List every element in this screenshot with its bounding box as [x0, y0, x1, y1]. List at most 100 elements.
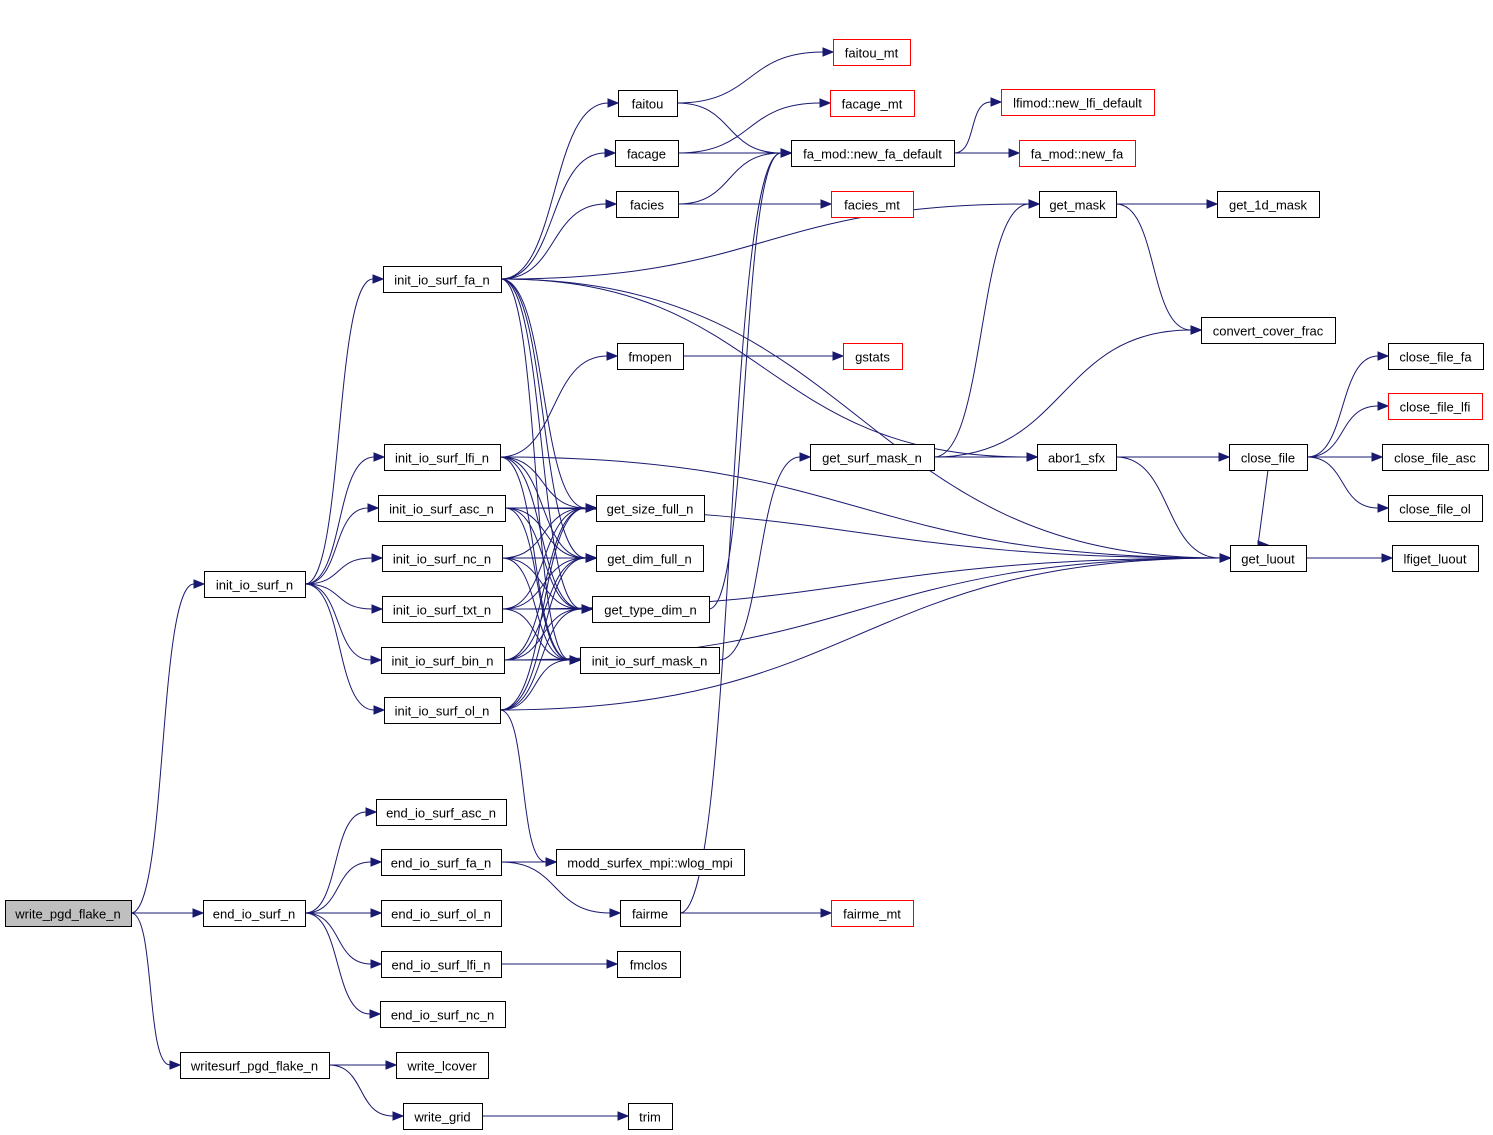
- node-box: [843, 343, 903, 370]
- node-end-io-surf-ol-n[interactable]: end_io_surf_ol_n: [381, 900, 502, 927]
- node-get-1d-mask[interactable]: get_1d_mask: [1217, 191, 1320, 218]
- call-edge-init_io_surf_fa_n-to-get_size_full_n: [500, 278, 598, 513]
- node-end-io-surf-asc-n[interactable]: end_io_surf_asc_n: [376, 799, 507, 826]
- node-label: trim: [639, 1110, 661, 1125]
- node-faitou[interactable]: faitou: [618, 90, 678, 117]
- node-close-file-fa[interactable]: close_file_fa: [1388, 343, 1484, 370]
- node-box: [580, 647, 720, 674]
- call-edge-init_io_surf_lfi_n-to-fmopen: [499, 351, 619, 458]
- node-init-io-surf-txt-n[interactable]: init_io_surf_txt_n: [382, 596, 503, 623]
- node-box: [381, 647, 505, 674]
- node-get-surf-mask-n[interactable]: get_surf_mask_n: [810, 444, 935, 471]
- node-end-io-surf-n[interactable]: end_io_surf_n: [203, 900, 306, 927]
- node-box: [1388, 393, 1483, 420]
- call-edge-writesurf_pgd_flake_n-to-write_grid: [328, 1064, 405, 1121]
- node-trim[interactable]: trim: [628, 1103, 673, 1130]
- node-init-io-surf-mask-n[interactable]: init_io_surf_mask_n: [580, 647, 720, 674]
- node-facies[interactable]: facies: [616, 191, 679, 218]
- node-close-file-ol[interactable]: close_file_ol: [1388, 495, 1483, 522]
- node-box: [382, 545, 503, 572]
- node-box: [620, 900, 681, 927]
- node-end-io-surf-nc-n[interactable]: end_io_surf_nc_n: [380, 1001, 506, 1028]
- nodes-layer: write_pgd_flake_n init_io_surf_n end_io_su…: [5, 39, 1489, 1130]
- node-label: end_io_surf_nc_n: [391, 1008, 494, 1023]
- node-label: facies: [630, 198, 664, 213]
- node-init-io-surf-asc-n[interactable]: init_io_surf_asc_n: [378, 495, 506, 522]
- node-label: get_type_dim_n: [604, 603, 697, 618]
- node-fairme-mt[interactable]: fairme_mt: [831, 900, 914, 927]
- node-box: [615, 140, 679, 167]
- node-new-lfi-default[interactable]: lfimod::new_lfi_default: [1001, 89, 1155, 116]
- node-close-file[interactable]: close_file: [1229, 444, 1308, 471]
- node-init-io-surf-fa-n[interactable]: init_io_surf_fa_n: [383, 266, 502, 293]
- call-edge-init_io_surf_ol_n-to-get_type_dim_n: [499, 604, 594, 711]
- node-box: [556, 849, 745, 876]
- node-label: close_file_lfi: [1400, 400, 1471, 415]
- node-init-io-surf-nc-n[interactable]: init_io_surf_nc_n: [382, 545, 503, 572]
- node-new-fa[interactable]: fa_mod::new_fa: [1019, 140, 1136, 167]
- node-label: init_io_surf_bin_n: [392, 654, 494, 669]
- node-faitou-mt[interactable]: faitou_mt: [833, 39, 911, 66]
- node-box: [203, 900, 306, 927]
- node-label: fmopen: [628, 350, 671, 365]
- node-abor1-sfx[interactable]: abor1_sfx: [1037, 444, 1117, 471]
- node-box: [618, 90, 678, 117]
- node-fmclos[interactable]: fmclos: [617, 951, 681, 978]
- node-facage-mt[interactable]: facage_mt: [830, 90, 915, 117]
- node-label: end_io_surf_asc_n: [386, 806, 496, 821]
- node-get-type-dim-n[interactable]: get_type_dim_n: [592, 596, 710, 623]
- node-get-size-full-n[interactable]: get_size_full_n: [596, 495, 705, 522]
- node-write-lcover[interactable]: write_lcover: [396, 1052, 489, 1079]
- node-box: [180, 1052, 330, 1079]
- call-edge-init_io_surf_ol_n-to-get_size_full_n: [499, 503, 598, 711]
- node-box: [831, 900, 914, 927]
- call-edge-get_mask-to-convert_cover_frac: [1115, 203, 1203, 335]
- node-label: fairme_mt: [843, 907, 901, 922]
- node-box: [1388, 343, 1484, 370]
- call-edge-init_io_surf_n-to-init_io_surf_asc_n: [304, 503, 380, 585]
- call-edge-init_io_surf_fa_n-to-facies: [500, 199, 618, 280]
- node-init-io-surf-ol-n[interactable]: init_io_surf_ol_n: [384, 697, 501, 724]
- node-close-file-lfi[interactable]: close_file_lfi: [1388, 393, 1483, 420]
- call-edge-end_io_surf_n-to-end_io_surf_ol_n: [305, 908, 383, 918]
- call-edge-init_io_surf_ol_n-to-get_dim_full_n: [499, 553, 598, 711]
- node-get-mask[interactable]: get_mask: [1039, 191, 1117, 218]
- call-edge-end_io_surf_fa_n-to-fairme: [500, 861, 622, 918]
- node-get-dim-full-n[interactable]: get_dim_full_n: [596, 545, 704, 572]
- node-label: get_size_full_n: [607, 502, 694, 517]
- node-write-pgd-flake-n[interactable]: write_pgd_flake_n: [5, 900, 132, 927]
- node-get-luout[interactable]: get_luout: [1230, 545, 1307, 572]
- node-label: end_io_surf_lfi_n: [391, 958, 490, 973]
- node-wlog-mpi[interactable]: modd_surfex_mpi::wlog_mpi: [556, 849, 745, 876]
- node-label: init_io_surf_nc_n: [393, 552, 491, 567]
- call-edge-fmopen-to-gstats: [683, 351, 845, 361]
- node-lfiget-luout[interactable]: lfiget_luout: [1392, 545, 1479, 572]
- node-end-io-surf-lfi-n[interactable]: end_io_surf_lfi_n: [381, 951, 502, 978]
- node-init-io-surf-n[interactable]: init_io_surf_n: [204, 571, 306, 598]
- node-facies-mt[interactable]: facies_mt: [831, 191, 914, 218]
- node-label: close_file_ol: [1399, 502, 1471, 517]
- node-box: [628, 1103, 673, 1130]
- node-new-fa-default[interactable]: fa_mod::new_fa_default: [791, 140, 955, 167]
- node-label: get_1d_mask: [1229, 198, 1308, 213]
- node-init-io-surf-lfi-n[interactable]: init_io_surf_lfi_n: [384, 444, 501, 471]
- node-label: fairme: [632, 907, 668, 922]
- node-write-grid[interactable]: write_grid: [403, 1103, 483, 1130]
- node-facage[interactable]: facage: [615, 140, 679, 167]
- node-gstats[interactable]: gstats: [843, 343, 903, 370]
- call-edge-facage-to-facage_mt: [677, 98, 832, 154]
- node-init-io-surf-bin-n[interactable]: init_io_surf_bin_n: [381, 647, 505, 674]
- node-label: faitou: [632, 97, 664, 112]
- node-end-io-surf-fa-n[interactable]: end_io_surf_fa_n: [381, 849, 502, 876]
- node-box: [403, 1103, 483, 1130]
- node-fmopen[interactable]: fmopen: [617, 343, 684, 370]
- node-fairme[interactable]: fairme: [620, 900, 681, 927]
- node-writesurf-pgd-flake-n[interactable]: writesurf_pgd_flake_n: [180, 1052, 330, 1079]
- call-edge-close_file-to-close_file_ol: [1306, 456, 1390, 513]
- node-label: get_dim_full_n: [607, 552, 692, 567]
- node-convert-cover-frac[interactable]: convert_cover_frac: [1201, 317, 1336, 344]
- node-label: lfimod::new_lfi_default: [1013, 96, 1142, 111]
- call-edge-end_io_surf_n-to-end_io_surf_nc_n: [304, 912, 382, 1019]
- node-close-file-asc[interactable]: close_file_asc: [1382, 444, 1489, 471]
- call-edge-abor1_sfx-to-close_file: [1115, 452, 1231, 462]
